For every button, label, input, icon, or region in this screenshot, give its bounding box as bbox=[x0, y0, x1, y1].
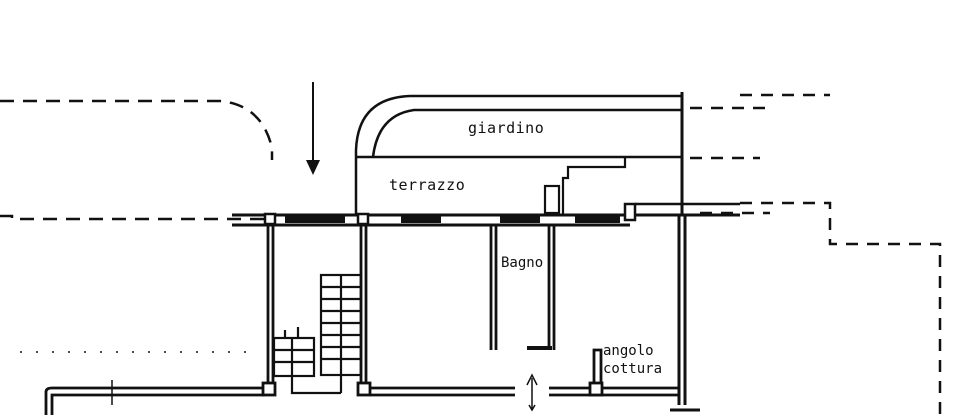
dashed-boundary-left bbox=[0, 99, 274, 221]
garden-outline bbox=[354, 94, 682, 215]
label-terrazzo: terrazzo bbox=[389, 176, 466, 194]
staircase bbox=[272, 273, 363, 395]
dashed-boundary-right bbox=[690, 93, 942, 415]
label-angolo-cottura: angolo cottura bbox=[603, 342, 662, 378]
right-wall bbox=[677, 92, 687, 405]
label-bagno: Bagno bbox=[501, 255, 544, 271]
entrance-arrow-icon bbox=[306, 82, 320, 175]
label-giardino: giardino bbox=[468, 119, 545, 137]
terrace-edge bbox=[543, 157, 627, 215]
label-angolo-line1: angolo bbox=[603, 343, 654, 359]
label-angolo-line2: cottura bbox=[603, 361, 663, 377]
door-arrow-icon bbox=[526, 373, 538, 412]
facade-wall bbox=[232, 202, 740, 227]
bottom-walls bbox=[44, 348, 700, 415]
